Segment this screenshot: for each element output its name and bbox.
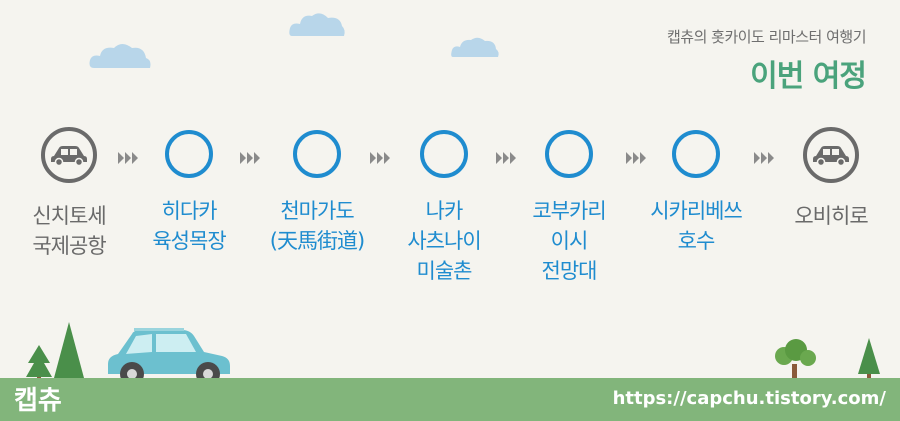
end-marker bbox=[803, 127, 859, 183]
stop-label: 시카리베쓰 호수 bbox=[641, 196, 751, 256]
car-icon bbox=[50, 144, 88, 166]
start-label: 신치토세 국제공항 bbox=[14, 201, 124, 261]
label-line: 시카리베쓰 bbox=[641, 196, 751, 226]
route-stop: 나카 사츠나이 미술촌 bbox=[389, 130, 499, 286]
label-line: 미술촌 bbox=[389, 256, 499, 286]
route-stop: 천마가도 (天馬街道) bbox=[262, 130, 372, 256]
header-title: 이번 여정 bbox=[667, 51, 866, 95]
header-subtitle: 캡츄의 홋카이도 리마스터 여행기 bbox=[667, 26, 866, 47]
route-stop: 히다카 육성목장 bbox=[134, 130, 244, 256]
stop-marker bbox=[545, 130, 593, 178]
cloud-icon bbox=[288, 10, 346, 38]
route-start: 신치토세 국제공항 bbox=[14, 127, 124, 261]
label-line: 천마가도 bbox=[262, 196, 372, 226]
cloud-icon bbox=[450, 35, 500, 59]
label-line: 이시 bbox=[514, 226, 624, 256]
stop-marker bbox=[420, 130, 468, 178]
label-line: 국제공항 bbox=[14, 231, 124, 261]
header: 캡츄의 홋카이도 리마스터 여행기 이번 여정 bbox=[667, 26, 866, 95]
label-line: 오비히로 bbox=[776, 201, 886, 231]
label-line: 사츠나이 bbox=[389, 226, 499, 256]
arrow-icon bbox=[754, 152, 776, 164]
stop-marker bbox=[672, 130, 720, 178]
label-line: 나카 bbox=[389, 196, 499, 226]
label-line: 호수 bbox=[641, 226, 751, 256]
end-label: 오비히로 bbox=[776, 201, 886, 231]
label-line: 육성목장 bbox=[134, 226, 244, 256]
label-line: 전망대 bbox=[514, 256, 624, 286]
ground: 캡츄 https://capchu.tistory.com/ bbox=[0, 378, 900, 421]
label-line: (天馬街道) bbox=[262, 226, 372, 256]
start-marker bbox=[41, 127, 97, 183]
stop-marker bbox=[165, 130, 213, 178]
label-line: 히다카 bbox=[134, 196, 244, 226]
label-line: 코부카리 bbox=[514, 196, 624, 226]
brand-logo: 캡츄 bbox=[14, 380, 62, 417]
cloud-icon bbox=[88, 40, 152, 70]
route-end: 오비히로 bbox=[776, 127, 886, 231]
route-stop: 시카리베쓰 호수 bbox=[641, 130, 751, 256]
car-icon bbox=[812, 144, 850, 166]
tree-icon bbox=[858, 338, 880, 382]
route-stop: 코부카리 이시 전망대 bbox=[514, 130, 624, 286]
stop-label: 코부카리 이시 전망대 bbox=[514, 196, 624, 286]
stop-label: 나카 사츠나이 미술촌 bbox=[389, 196, 499, 286]
label-line: 신치토세 bbox=[14, 201, 124, 231]
stop-label: 천마가도 (天馬街道) bbox=[262, 196, 372, 256]
stop-marker bbox=[293, 130, 341, 178]
stop-label: 히다카 육성목장 bbox=[134, 196, 244, 256]
blog-url[interactable]: https://capchu.tistory.com/ bbox=[613, 388, 886, 409]
